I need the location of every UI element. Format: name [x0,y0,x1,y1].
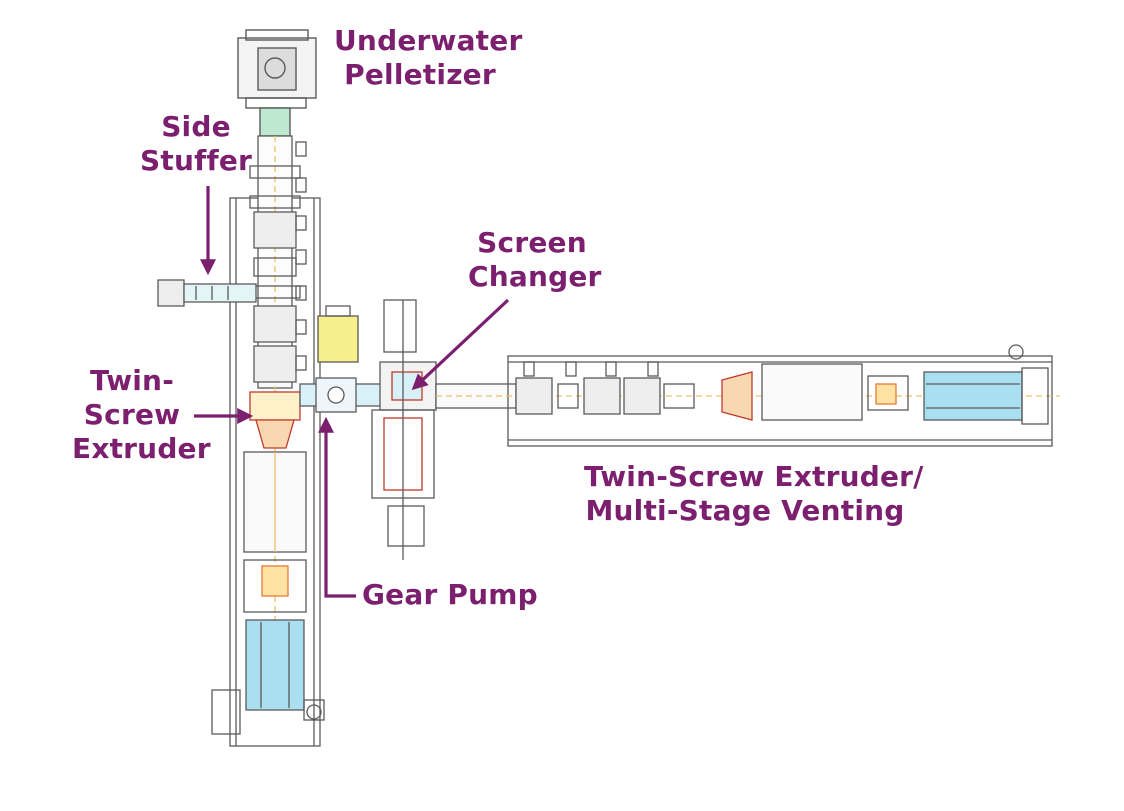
side-stuffer-drawing [157,279,257,307]
label-underwater-pelletizer: Underwater Pelletizer [334,24,523,92]
gear-pump-drawing [299,305,383,413]
label-line: Stuffer [140,144,253,177]
label-line: Changer [468,260,602,293]
label-screen-changer: Screen Changer [468,226,602,294]
vertical-extruder-drawing [211,135,325,747]
label-line: Underwater [334,24,523,57]
horizontal-extruder-drawing [435,344,1060,447]
annotation-arrows [194,186,510,598]
label-twin-screw-extruder: Twin- Screw Extruder [72,364,211,466]
label-twin-screw-extruder-venting: Twin-Screw Extruder/ Multi-Stage Venting [584,460,924,528]
underwater-pelletizer-drawing [237,29,317,137]
label-line: Screen [477,226,587,259]
label-line: Extruder [72,432,211,465]
screen-changer-arrow [411,298,510,391]
label-line: Gear Pump [362,578,538,611]
gear-pump-arrow [318,416,356,598]
label-side-stuffer: Side Stuffer [140,110,252,178]
label-line: Twin-Screw Extruder/ [584,460,924,493]
screen-changer-drawing [371,299,437,560]
label-line: Screw [83,398,181,431]
label-line: Side [161,110,231,143]
label-line: Multi-Stage Venting [585,494,905,527]
label-gear-pump: Gear Pump [362,578,538,612]
label-line: Twin- [89,364,175,397]
label-line: Pelletizer [344,58,496,91]
